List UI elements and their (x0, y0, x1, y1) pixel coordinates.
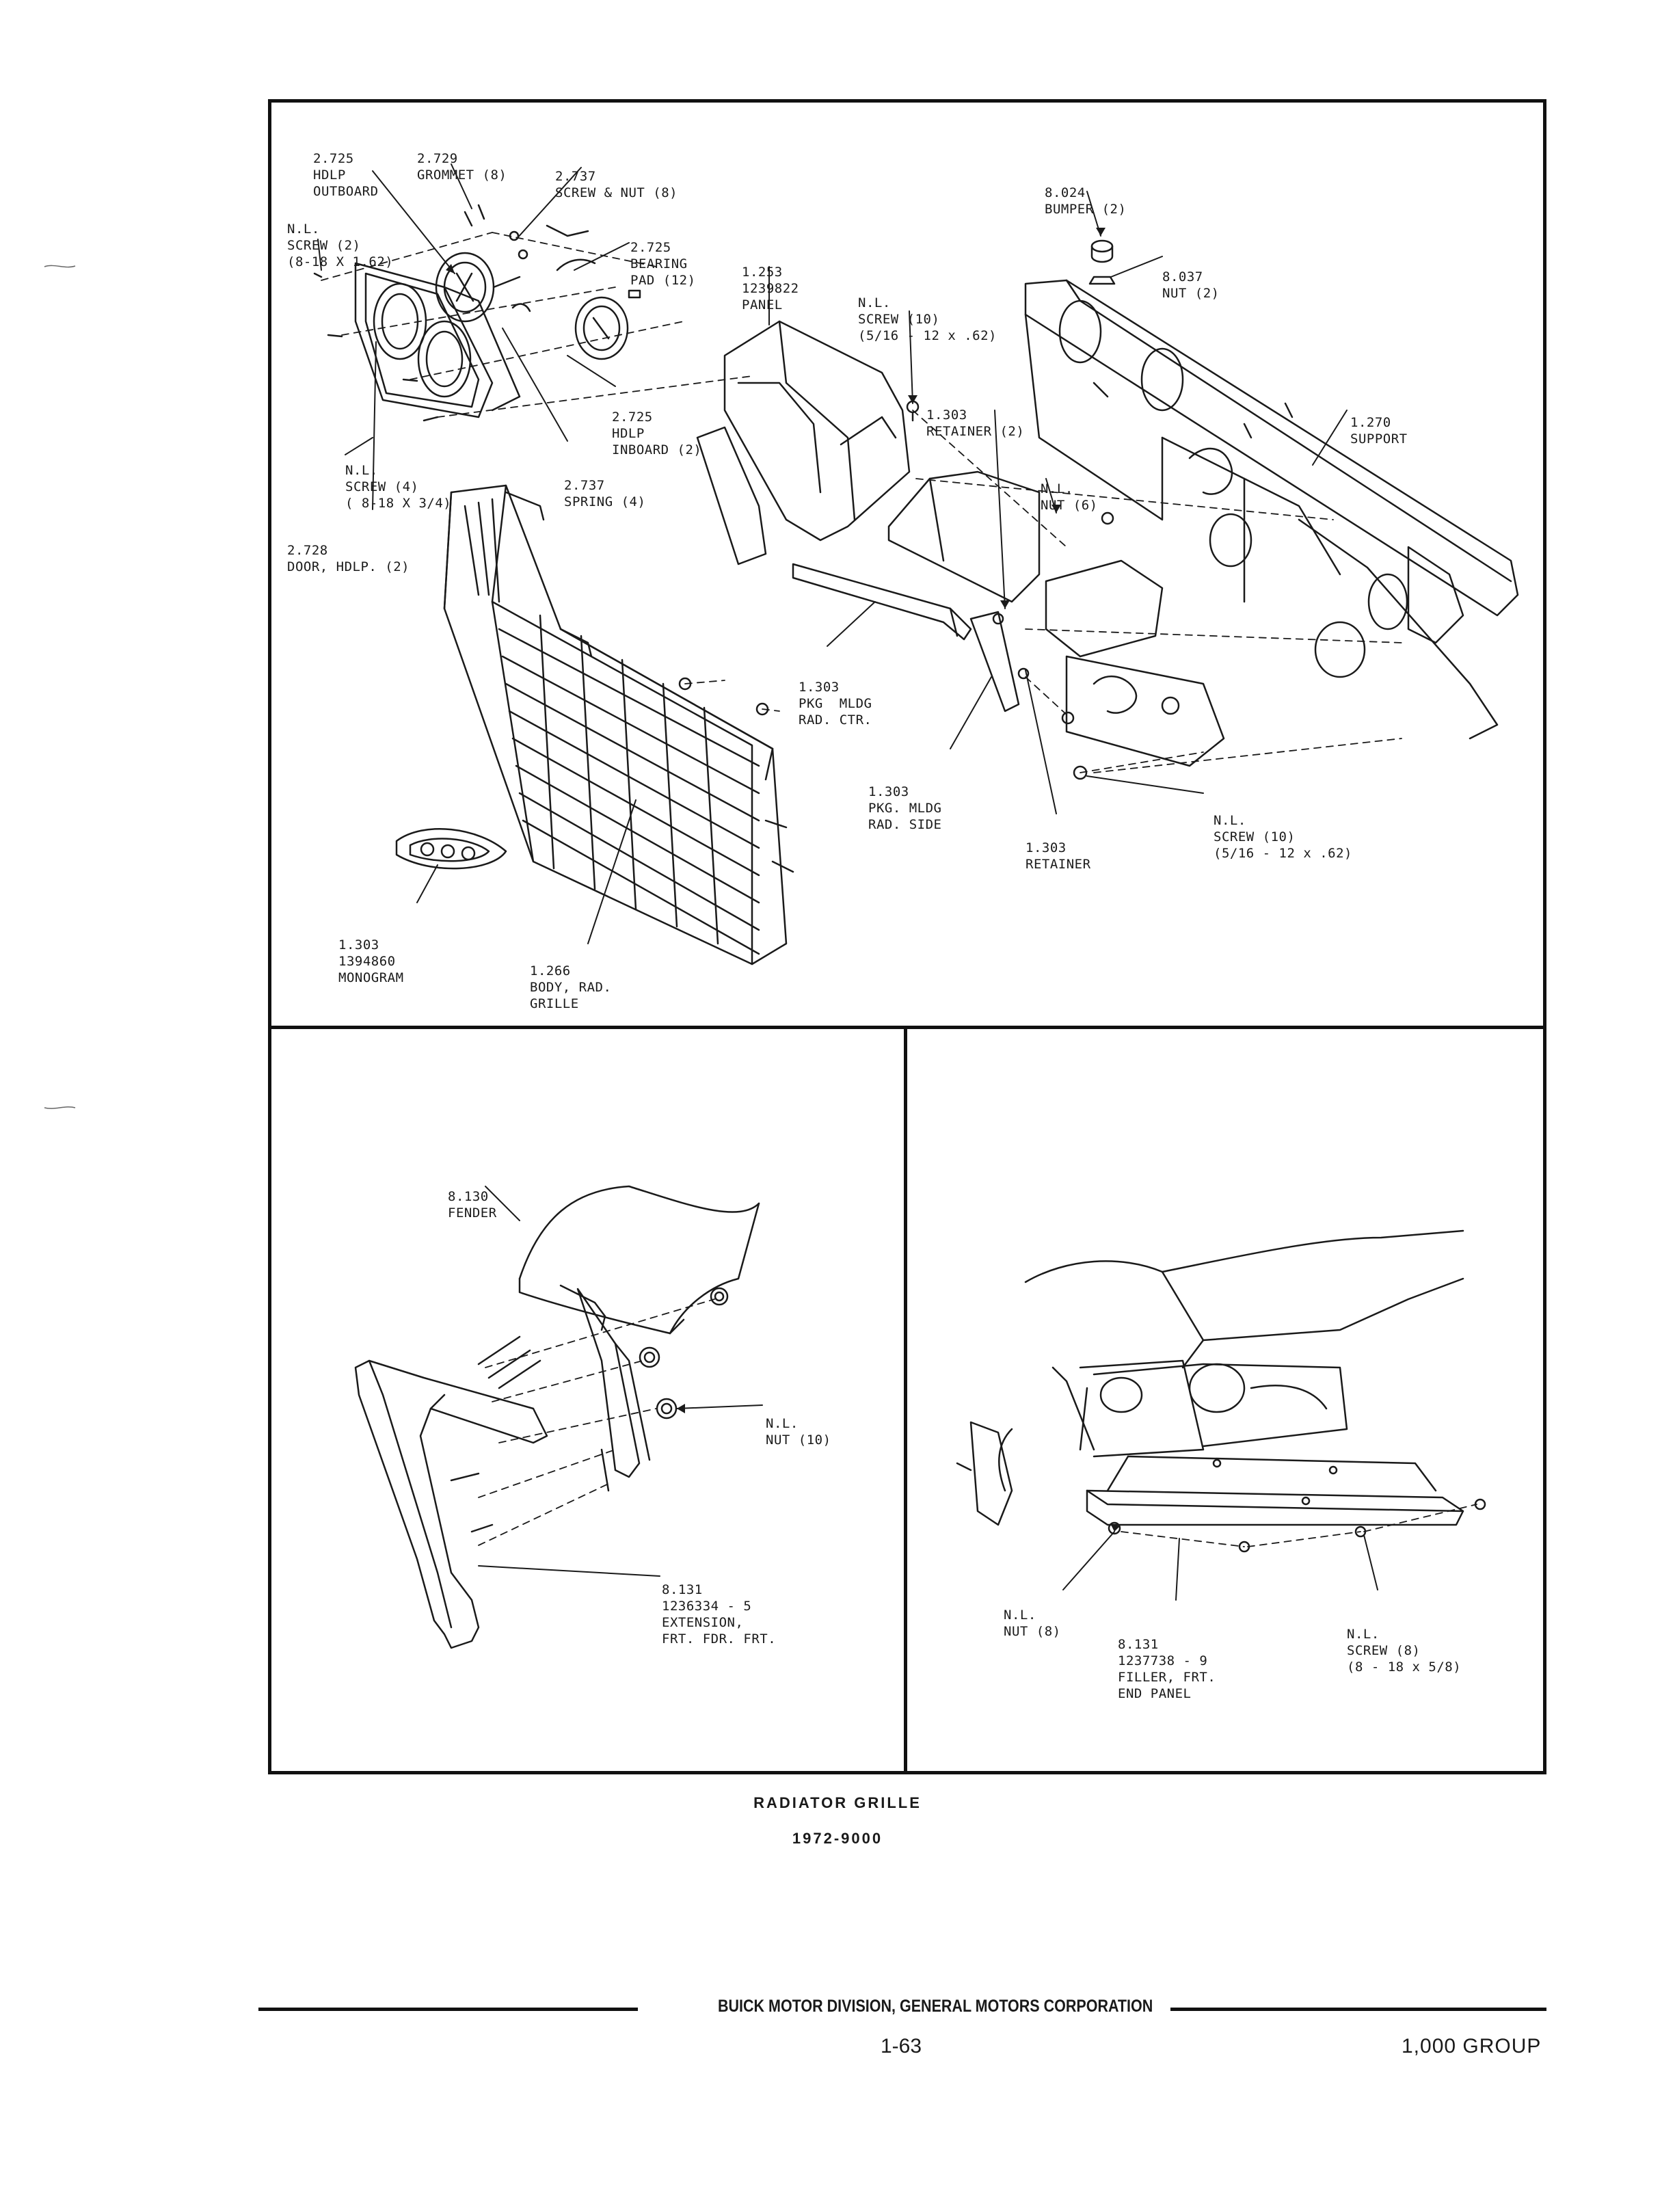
diagram-title: RADIATOR GRILLE (753, 1794, 922, 1811)
footer-corporation: BUICK MOTOR DIVISION, GENERAL MOTORS COR… (718, 1997, 1153, 2016)
nuts-bottom-left (639, 1287, 729, 1420)
diagram-frame (268, 99, 1546, 1774)
filler-panel-part (1086, 1455, 1464, 1526)
leader-lines-top (317, 163, 1348, 944)
alignment-lines-top-left (321, 232, 753, 418)
monogram-part (395, 828, 507, 870)
footer-rule-left (258, 2008, 638, 2011)
headlamp-outboard-part (435, 252, 521, 323)
package-molding-center-part (792, 563, 972, 641)
group-name: 1,000 GROUP (1402, 2035, 1542, 2057)
bumper-part (1088, 239, 1116, 285)
label-nl-nut-10: N.L.NUT (10) (766, 1416, 831, 1448)
label-nl-nut-6: N.L.NUT (6) (1041, 481, 1098, 513)
filler-hardware (1108, 1458, 1486, 1553)
extension-part (354, 1359, 548, 1649)
package-molding-side-part (969, 611, 1020, 712)
arrowheads (446, 228, 1120, 1532)
scan-mark-2 (44, 1106, 76, 1109)
radiator-center-part (887, 470, 1225, 767)
alignment-lines-top-right (684, 410, 1402, 773)
scan-mark-1 (44, 265, 76, 268)
lamp-hardware (313, 204, 641, 422)
leader-lines-bottom-right (1062, 1531, 1378, 1601)
fasteners (678, 400, 1114, 780)
label-nl-screw-8: N.L.SCREW (8)(8 - 18 x 5/8) (1347, 1627, 1462, 1675)
headlamp-inboard-part (574, 296, 629, 360)
radiator-support-part (1024, 279, 1519, 740)
panel-part (696, 320, 911, 565)
radiator-grille-body-part (443, 484, 794, 965)
label-nl-screw-10-bottom: N.L.SCREW (10)(5/16 - 12 x .62) (1214, 813, 1352, 861)
alignment-lines-bottom-left (478, 1298, 715, 1546)
label-nl-nut-8: N.L.NUT (8) (1004, 1608, 1061, 1639)
front-end-body-part (956, 1229, 1464, 1526)
extension-studs (450, 1335, 541, 1533)
bracket-part (576, 1288, 651, 1492)
label-nl-screw-2: N.L.SCREW (2)(8-18 X 1.62) (287, 222, 394, 269)
alignment-lines-bottom-right (1121, 1504, 1477, 1547)
panel-divider-horizontal (268, 1026, 1546, 1029)
label-nl-screw-4: N.L.SCREW (4)( 8-18 X 3/4) (345, 463, 452, 511)
fender-part (518, 1185, 760, 1335)
panel-divider-vertical (904, 1026, 907, 1774)
page-number: 1-63 (881, 2035, 922, 2057)
diagram-subtitle: 1972-9000 (792, 1830, 883, 1847)
footer-rule-right (1170, 2008, 1546, 2011)
leader-lines-bottom-left (478, 1186, 763, 1577)
label-nl-screw-10-top: N.L.SCREW (10)(5/16 - 12 x .62) (858, 295, 997, 343)
